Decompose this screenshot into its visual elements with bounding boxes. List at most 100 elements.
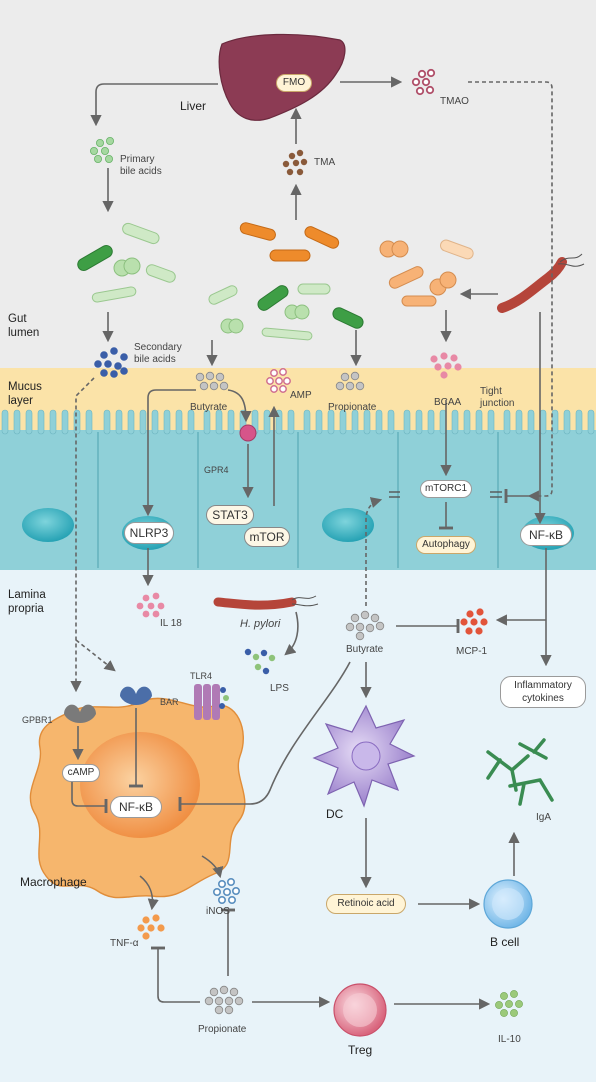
mcp1-molecules: [460, 608, 488, 635]
il10-molecules: [495, 990, 523, 1017]
primary-bile-acids-molecules: [90, 136, 115, 163]
dc-nucleus: [351, 741, 381, 771]
bacterium-icon: [391, 240, 409, 258]
gut-lumen-line1: Gut: [8, 313, 27, 325]
flagellum-icon: [557, 253, 585, 267]
il18-label: IL 18: [160, 618, 182, 629]
treg-nucleus: [343, 993, 377, 1027]
lps-molecules: [244, 648, 276, 675]
treg-label: Treg: [348, 1043, 373, 1057]
lamina-propria-label: Lamina propria: [8, 588, 46, 616]
tmao-molecules: [411, 68, 436, 96]
bacterium-icon: [297, 283, 331, 295]
amp-molecules: [266, 368, 291, 393]
gpbr1-receptor: [64, 704, 96, 723]
tnf-a-molecules: [137, 914, 165, 940]
retinoic-acid-pill: Retinoic acid: [326, 894, 406, 914]
lamina-propria-line2: propria: [8, 603, 44, 615]
inflammatory-cytokines-pill: Inflammatory cytokines: [500, 676, 586, 708]
secondary-bile-acids-molecules: [94, 347, 128, 378]
butyrate-molecules: [195, 371, 229, 391]
bacterium-icon: [388, 266, 424, 289]
bacterium-icon: [440, 239, 474, 260]
bar-receptor: [120, 686, 152, 705]
bacterium-icon: [269, 249, 311, 262]
b-cell-nucleus: [492, 888, 524, 920]
bacterium-icon: [145, 264, 176, 283]
inos-label: iNOS: [206, 906, 230, 917]
lamina-propria-line1: Lamina: [8, 589, 46, 601]
secondary-bile-acids-line1: Secondary: [134, 342, 182, 353]
tlr4-label: TLR4: [190, 671, 213, 681]
iga-label: IgA: [536, 812, 552, 823]
h-pylori-lumen: [497, 257, 567, 313]
liver-label: Liver: [180, 99, 207, 113]
bacterium-icon: [77, 245, 113, 271]
stat3-pill: STAT3: [206, 505, 254, 525]
dc-label: DC: [326, 807, 344, 821]
bacterium-icon: [123, 257, 141, 275]
gpr4-receptor: [239, 424, 257, 442]
nfkb-macrophage-pill: NF-κB: [110, 796, 162, 818]
tight-junction-label: Tight junction: [480, 386, 514, 410]
gut-lumen-label: Gut lumen: [8, 312, 39, 340]
autophagy-pill: Autophagy: [416, 536, 476, 554]
mucus-layer-line1: Mucus: [8, 381, 42, 393]
bacterium-icon: [257, 285, 289, 311]
mucus-layer-region: [0, 368, 596, 430]
mucus-layer-line2: layer: [8, 395, 33, 407]
mucus-layer-label: Mucus layer: [8, 380, 42, 408]
lumen-bacteria: [77, 222, 585, 341]
bacterium-icon: [228, 318, 244, 334]
macrophage-label: Macrophage: [20, 875, 87, 889]
propionate-mucus-label: Propionate: [328, 402, 377, 413]
gpr4-label: GPR4: [204, 465, 229, 475]
bacterium-icon: [294, 304, 310, 320]
epithelium: [0, 409, 596, 570]
inflammatory-cytokines-line1: Inflammatory: [514, 680, 572, 691]
bacterium-icon: [439, 271, 457, 289]
butyrate-lp-label: Butyrate: [346, 644, 384, 655]
h-pylori-label: H. pylori: [240, 618, 281, 630]
bacterium-icon: [261, 327, 313, 341]
tnf-a-label: TNF-α: [110, 938, 139, 949]
h-pylori-lamina: [213, 597, 297, 610]
bacterium-icon: [208, 285, 238, 305]
primary-bile-acids-line2: bile acids: [120, 166, 162, 177]
inos-molecules: [213, 877, 241, 904]
propionate-lp-label: Propionate: [198, 1024, 247, 1035]
bacterium-icon: [239, 222, 276, 241]
tight-junction-line1: Tight: [480, 386, 502, 397]
b-cell-label: B cell: [490, 935, 520, 949]
tma-label: TMA: [314, 157, 336, 168]
secondary-bile-acids-label: Secondary bile acids: [134, 342, 182, 366]
mtor-pill: mTOR: [244, 527, 290, 547]
bcaa-molecules: [430, 352, 462, 379]
tight-junction-line2: junction: [480, 398, 515, 409]
primary-bile-acids-label: Primary bile acids: [120, 154, 162, 178]
inflammatory-cytokines-line2: cytokines: [522, 693, 564, 704]
butyrate-mucus-label: Butyrate: [190, 402, 228, 413]
bcaa-label: BCAA: [434, 397, 462, 408]
secondary-bile-acids-line2: bile acids: [134, 354, 176, 365]
butyrate-lp-molecules: [345, 610, 385, 641]
primary-bile-acids-line1: Primary: [120, 154, 155, 165]
il10-label: IL-10: [498, 1034, 521, 1045]
lps-label: LPS: [270, 683, 289, 694]
flagellum-icon: [291, 595, 319, 607]
bacterium-icon: [304, 226, 340, 249]
epithelial-nucleus: [22, 508, 74, 542]
nfkb-epithelial-pill: NF-κB: [520, 524, 572, 546]
pathway-arrows: [70, 76, 553, 1010]
il18-molecules: [136, 592, 165, 618]
camp-pill: cAMP: [62, 764, 100, 782]
bacterium-icon: [91, 286, 137, 303]
nlrp3-pill: NLRP3: [124, 522, 174, 544]
macrophage-nucleus: [80, 732, 200, 838]
tight-junction-icon: [389, 491, 502, 498]
mcp1-label: MCP-1: [456, 646, 488, 657]
epithelial-nucleus: [322, 508, 374, 542]
propionate-lp-molecules: [204, 985, 244, 1015]
bacterium-icon: [401, 295, 437, 307]
